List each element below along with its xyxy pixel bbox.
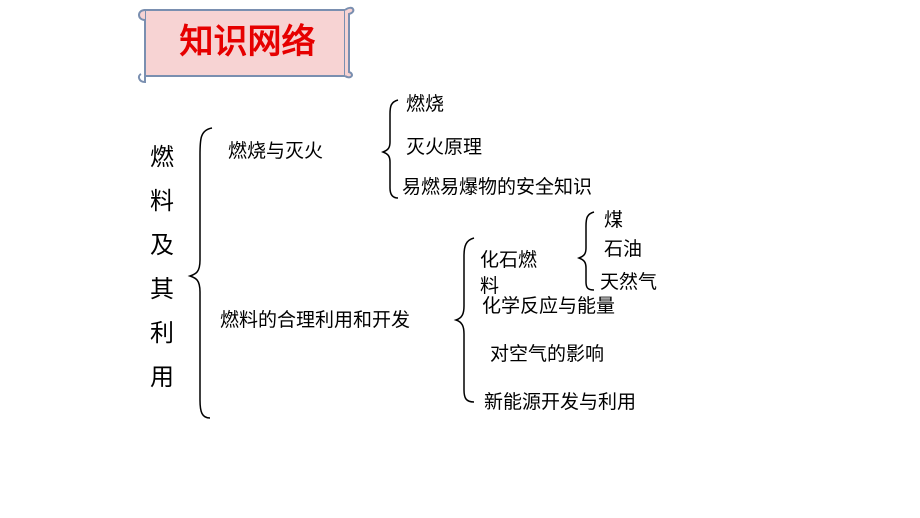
main-bracket bbox=[187, 127, 213, 419]
page-title: 知识网络 bbox=[179, 22, 316, 62]
fossil-fuel-bracket bbox=[576, 211, 595, 291]
utilization-bracket bbox=[453, 237, 475, 403]
utilization-item: 对空气的影响 bbox=[490, 343, 605, 365]
utilization-item: 新能源开发与利用 bbox=[484, 391, 637, 413]
root-char: 用 bbox=[150, 363, 174, 391]
combustion-item: 灭火原理 bbox=[406, 136, 483, 158]
root-char: 料 bbox=[150, 187, 174, 215]
root-char: 利 bbox=[150, 319, 174, 347]
combustion-item: 易燃易爆物的安全知识 bbox=[402, 176, 593, 198]
fossil-fuel-item: 煤 bbox=[604, 209, 624, 231]
fossil-fuel-item: 天然气 bbox=[600, 271, 658, 293]
root-char: 及 bbox=[150, 231, 174, 259]
root-topic-label: 燃 料 及 其 利 用 bbox=[145, 135, 179, 399]
branch-utilization-label: 燃料的合理利用和开发 bbox=[220, 309, 411, 331]
root-char: 其 bbox=[150, 275, 174, 303]
fossil-fuel-label: 化石燃 bbox=[480, 249, 538, 271]
utilization-item: 化学反应与能量 bbox=[482, 295, 616, 317]
fossil-fuel-label-cont: 料 bbox=[480, 275, 500, 297]
fossil-fuel-item: 石油 bbox=[604, 238, 643, 260]
root-char: 燃 bbox=[150, 143, 174, 171]
combustion-bracket bbox=[380, 99, 399, 199]
combustion-item: 燃烧 bbox=[406, 93, 445, 115]
branch-combustion-label: 燃烧与灭火 bbox=[228, 140, 324, 162]
title-scroll-banner bbox=[137, 6, 355, 84]
